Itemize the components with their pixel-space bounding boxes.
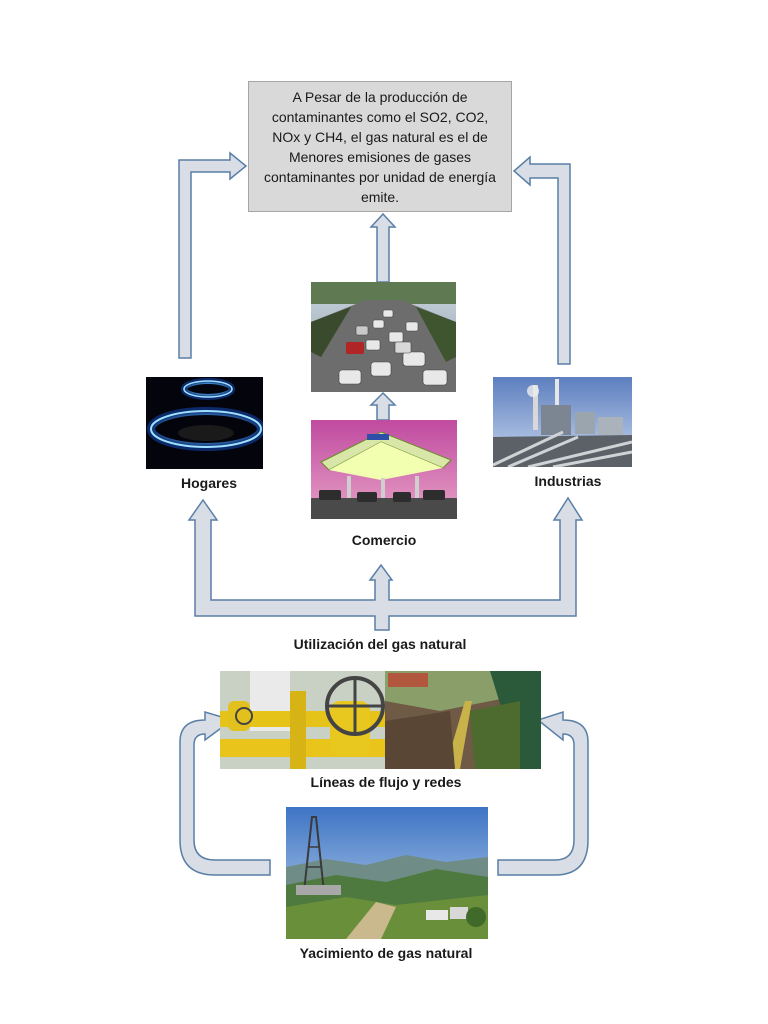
label-lineas: Líneas de flujo y redes xyxy=(310,774,462,790)
gas-field-photo xyxy=(286,807,488,939)
label-hogares: Hogares xyxy=(180,475,238,491)
arrow-yacimiento-to-lineas-left xyxy=(179,710,271,876)
traffic-photo xyxy=(311,282,456,392)
label-utilizacion: Utilización del gas natural xyxy=(293,636,467,652)
arrow-yacimiento-to-lineas-right xyxy=(497,710,589,876)
gas-station-photo xyxy=(311,420,457,519)
arrow-hogares-to-box xyxy=(178,151,248,359)
arrow-industrias-to-box xyxy=(512,155,571,365)
label-industrias: Industrias xyxy=(534,473,602,489)
arrow-comercio-to-traffic xyxy=(369,391,397,421)
emissions-info-text: A Pesar de la producción de contaminante… xyxy=(264,88,496,205)
label-yacimiento: Yacimiento de gas natural xyxy=(299,945,473,961)
label-comercio: Comercio xyxy=(351,532,417,548)
gas-flame-photo xyxy=(146,377,263,469)
industry-photo xyxy=(493,377,632,467)
emissions-info-box: A Pesar de la producción de contaminante… xyxy=(248,81,512,212)
pipelines-photo xyxy=(220,671,541,769)
arrow-traffic-to-box xyxy=(369,212,397,283)
arrow-utilizacion-branches xyxy=(187,496,584,631)
